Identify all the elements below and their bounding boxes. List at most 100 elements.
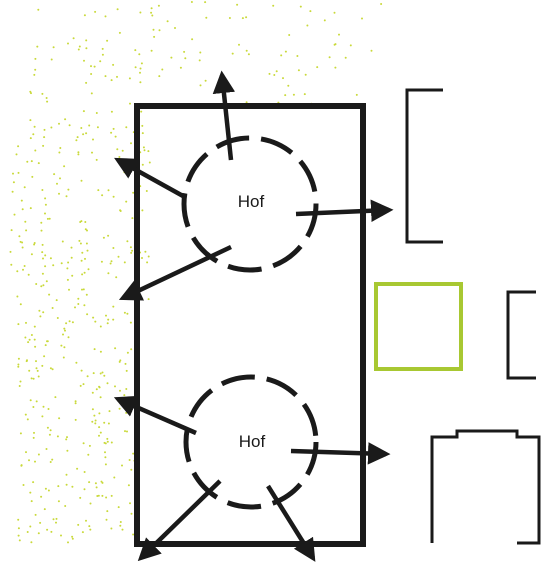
green-dot	[92, 316, 95, 319]
green-dot	[71, 485, 74, 488]
green-dot	[40, 285, 43, 288]
green-dot	[179, 66, 182, 69]
green-dot	[64, 329, 66, 332]
green-dot	[328, 56, 331, 59]
green-dot	[50, 126, 53, 129]
green-dot	[50, 530, 53, 533]
green-dot	[141, 209, 144, 212]
green-dot	[79, 221, 82, 223]
green-dot	[45, 448, 48, 450]
green-dot	[44, 265, 47, 268]
green-dot	[44, 203, 47, 206]
green-dot	[21, 241, 24, 244]
green-dot	[89, 502, 92, 505]
green-dot	[58, 192, 60, 195]
green-dot	[105, 518, 108, 521]
green-dot	[90, 65, 92, 68]
courtyard-top-label: Hof	[238, 192, 265, 211]
green-dot	[110, 527, 113, 530]
green-dot	[116, 75, 118, 78]
courtyard-bottom: Hof	[183, 374, 319, 510]
green-dot	[82, 383, 85, 386]
green-dot	[103, 441, 106, 444]
green-dot	[77, 303, 80, 305]
green-dot	[37, 532, 40, 535]
green-dot	[94, 419, 97, 422]
green-dot	[268, 72, 271, 75]
green-dot	[30, 253, 33, 256]
green-dot	[18, 385, 21, 387]
green-dot	[94, 482, 97, 485]
green-dot	[35, 283, 38, 285]
green-dot	[114, 135, 117, 138]
green-dot	[10, 263, 13, 266]
green-dot	[296, 55, 299, 57]
green-dot	[126, 351, 129, 354]
green-dot	[52, 264, 55, 267]
green-dot	[20, 464, 23, 467]
green-dot	[147, 150, 150, 153]
green-dot	[52, 46, 55, 49]
green-dot	[191, 38, 194, 41]
green-dot	[30, 334, 33, 336]
green-dot	[140, 110, 143, 113]
green-dot	[77, 151, 80, 154]
green-dot	[123, 171, 126, 174]
green-dot	[231, 52, 234, 55]
green-dot	[48, 217, 51, 220]
green-dot	[273, 74, 276, 76]
green-dot	[117, 255, 120, 258]
green-dot	[110, 494, 113, 497]
green-dot	[16, 295, 19, 298]
green-dot	[84, 228, 87, 231]
green-dot	[12, 181, 15, 184]
green-dot	[12, 172, 14, 175]
green-dot	[34, 57, 37, 60]
neighbour-building-bracket-top	[405, 88, 443, 244]
green-dot	[37, 162, 40, 165]
green-dot	[287, 84, 290, 87]
green-dot	[81, 251, 84, 254]
green-dot	[21, 246, 24, 249]
green-dot	[166, 20, 169, 23]
green-dot	[40, 229, 43, 232]
green-dot	[100, 480, 103, 483]
green-dot	[56, 435, 59, 438]
green-dot	[86, 229, 88, 232]
green-dot	[91, 420, 94, 423]
green-dot	[117, 506, 120, 509]
green-dot	[47, 489, 50, 492]
green-dot	[56, 317, 59, 319]
green-dot	[147, 255, 150, 258]
green-dot	[9, 250, 12, 253]
green-dot	[43, 128, 46, 131]
green-dot	[92, 138, 94, 141]
green-dot	[132, 452, 135, 455]
green-dot	[11, 190, 14, 193]
green-dot	[43, 136, 46, 139]
arrow-lower-right-bottom	[266, 484, 316, 562]
green-dot	[26, 418, 29, 421]
green-dot	[174, 27, 176, 29]
green-dot	[112, 318, 115, 321]
green-square	[374, 282, 463, 371]
green-dot	[150, 49, 153, 52]
green-dot	[96, 126, 99, 129]
green-dot	[132, 533, 135, 536]
green-dot	[288, 34, 291, 36]
green-dot	[82, 442, 85, 445]
green-dot	[101, 194, 104, 197]
green-dot	[19, 303, 22, 306]
green-dot	[13, 213, 16, 216]
green-dot	[112, 305, 115, 308]
green-dot	[316, 66, 319, 69]
green-dot	[15, 153, 18, 156]
green-dot	[60, 344, 63, 347]
green-dot	[42, 144, 45, 147]
green-dot	[29, 137, 32, 140]
green-dot	[85, 39, 88, 42]
green-dot	[129, 246, 132, 249]
green-dot	[17, 527, 20, 530]
green-dot	[85, 81, 88, 84]
green-dot	[130, 468, 133, 471]
